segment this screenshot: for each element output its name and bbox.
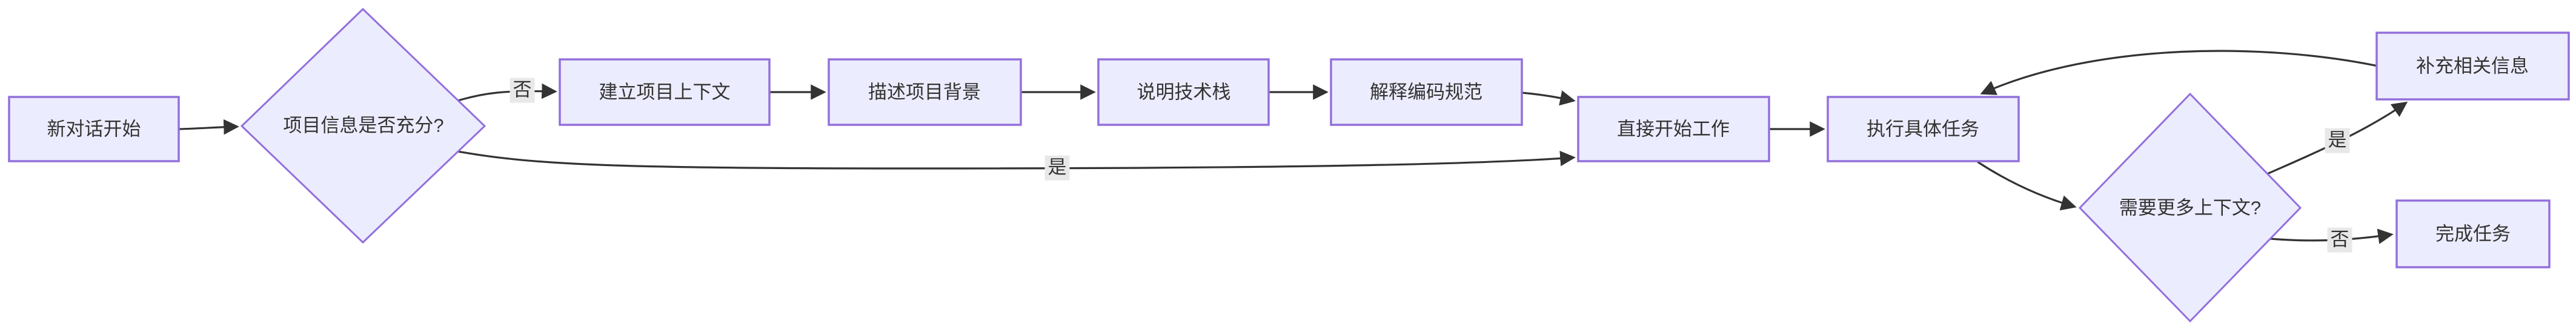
edge-info-sufficient-to-start-work-directly — [457, 150, 1576, 170]
node-explain-tech-stack-shape — [1097, 58, 1270, 126]
edge-execute-tasks-to-need-more-context — [1977, 161, 2077, 211]
node-execute-tasks-shape — [1827, 96, 2020, 162]
edge-supplement-info-to-execute-tasks — [1980, 50, 2382, 95]
node-supplement-info-shape — [2375, 32, 2570, 101]
node-complete-task-shape — [2395, 199, 2551, 268]
node-establish-context-shape — [559, 58, 771, 126]
node-describe-background-label: 描述项目背景 — [868, 81, 981, 103]
edge-label-yes-info-sufficient: 是 — [1044, 155, 1070, 181]
edge-explain-coding-standards-to-start-work-directly — [1521, 90, 1576, 106]
node-explain-coding-standards-shape — [1330, 58, 1523, 126]
edge-info-sufficient-to-establish-context — [457, 83, 557, 102]
node-info-sufficient-shape — [240, 7, 486, 244]
edge-label-no-need-context: 否 — [2327, 227, 2352, 253]
edge-label-yes-need-context: 是 — [2325, 128, 2350, 153]
node-start-shape — [8, 96, 180, 162]
edge-start-to-info-sufficient — [178, 119, 239, 135]
node-info-sufficient-label: 项目信息是否充分? — [283, 115, 444, 136]
node-execute-tasks-label: 执行具体任务 — [1867, 118, 1979, 140]
node-explain-tech-stack-label: 说明技术栈 — [1137, 81, 1231, 103]
node-start-label: 新对话开始 — [47, 118, 141, 140]
node-need-more-context-label: 需要更多上下文? — [2119, 197, 2262, 219]
node-complete-task-label: 完成任务 — [2435, 223, 2511, 245]
edge-label-no-info-insufficient: 否 — [510, 78, 535, 103]
node-describe-background-shape — [828, 58, 1022, 126]
node-start-work-directly-label: 直接开始工作 — [1617, 118, 1730, 140]
node-supplement-info-label: 补充相关信息 — [2416, 55, 2529, 77]
node-explain-coding-standards-label: 解释编码规范 — [1370, 81, 1482, 103]
node-start-work-directly-shape — [1577, 96, 1770, 162]
node-establish-context-label: 建立项目上下文 — [599, 81, 731, 103]
node-need-more-context-shape — [2078, 92, 2302, 323]
